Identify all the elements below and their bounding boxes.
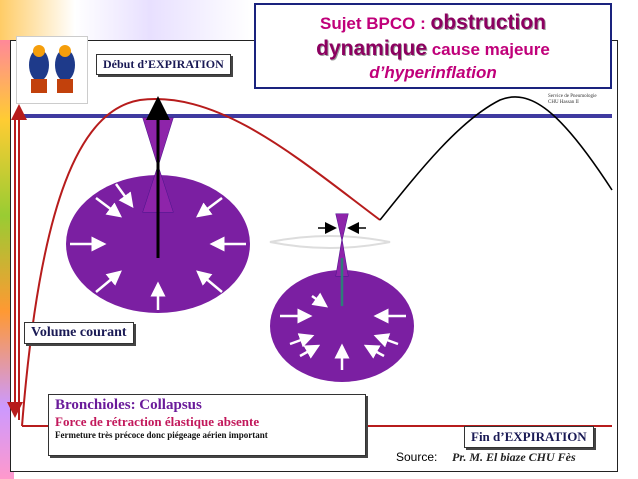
slide-title: Sujet BPCO : obstruction dynamique cause… (254, 3, 612, 89)
inspiration-curve (379, 96, 613, 221)
decorative-background (0, 0, 250, 40)
title-keyword-1: obstruction (430, 11, 547, 34)
compression-arrows-large (70, 183, 246, 310)
bronchioles-box: Bronchioles: Collapsus Force de rétracti… (48, 394, 366, 456)
label-fin-expiration: Fin d’EXPIRATION (464, 426, 594, 448)
institution-text: Service de Pneumologie CHU Hassan II (548, 94, 597, 106)
bronchioles-line2: Force de rétraction élastique absente (55, 414, 260, 429)
bronchioles-title: Bronchioles: Collapsus (55, 397, 202, 413)
label-volume-courant: Volume courant (24, 322, 134, 344)
title-suffix: cause majeure (427, 40, 550, 59)
institution-line-2: CHU Hassan II (548, 100, 579, 105)
source-label: Source: (396, 450, 438, 464)
institution-line-1: Service de Pneumologie (548, 94, 597, 99)
compression-arrows-small (280, 292, 406, 370)
title-keyword-2: dynamique (316, 37, 427, 60)
bronchioles-line3: Fermeture très précoce donc piégeage aér… (55, 430, 268, 440)
expiration-curve (21, 98, 381, 427)
title-line3: d’hyperinflation (369, 63, 497, 82)
logo (16, 36, 88, 104)
author-credit: Pr. M. El biaze CHU Fès (452, 450, 576, 464)
title-prefix: Sujet BPCO : (319, 14, 431, 33)
label-debut-expiration: Début d’EXPIRATION (96, 54, 231, 75)
